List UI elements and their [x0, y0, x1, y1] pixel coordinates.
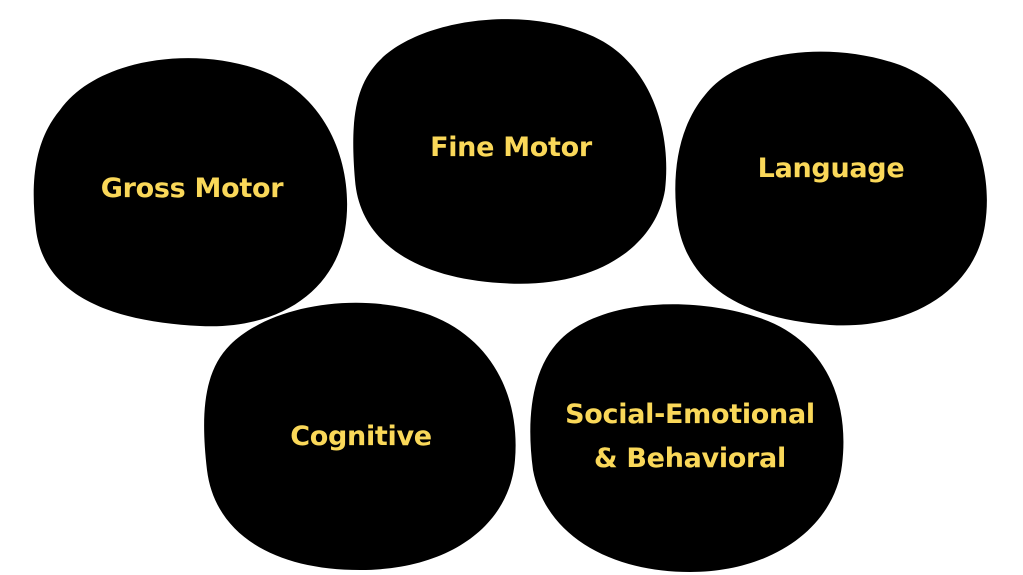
blob-gross-motor — [33, 58, 348, 327]
blob-fine-motor — [353, 19, 667, 284]
blob-language — [675, 51, 987, 326]
blob-cognitive — [204, 302, 516, 570]
label-language: Language — [757, 153, 905, 184]
label-social-emotional-line2: & Behavioral — [594, 443, 786, 474]
label-fine-motor: Fine Motor — [430, 132, 592, 163]
label-cognitive: Cognitive — [290, 421, 432, 452]
label-social-emotional: Social-Emotional & Behavioral — [565, 393, 815, 481]
label-social-emotional-line1: Social-Emotional — [565, 399, 815, 430]
blob-social-emotional — [530, 304, 844, 572]
label-gross-motor: Gross Motor — [100, 173, 284, 204]
